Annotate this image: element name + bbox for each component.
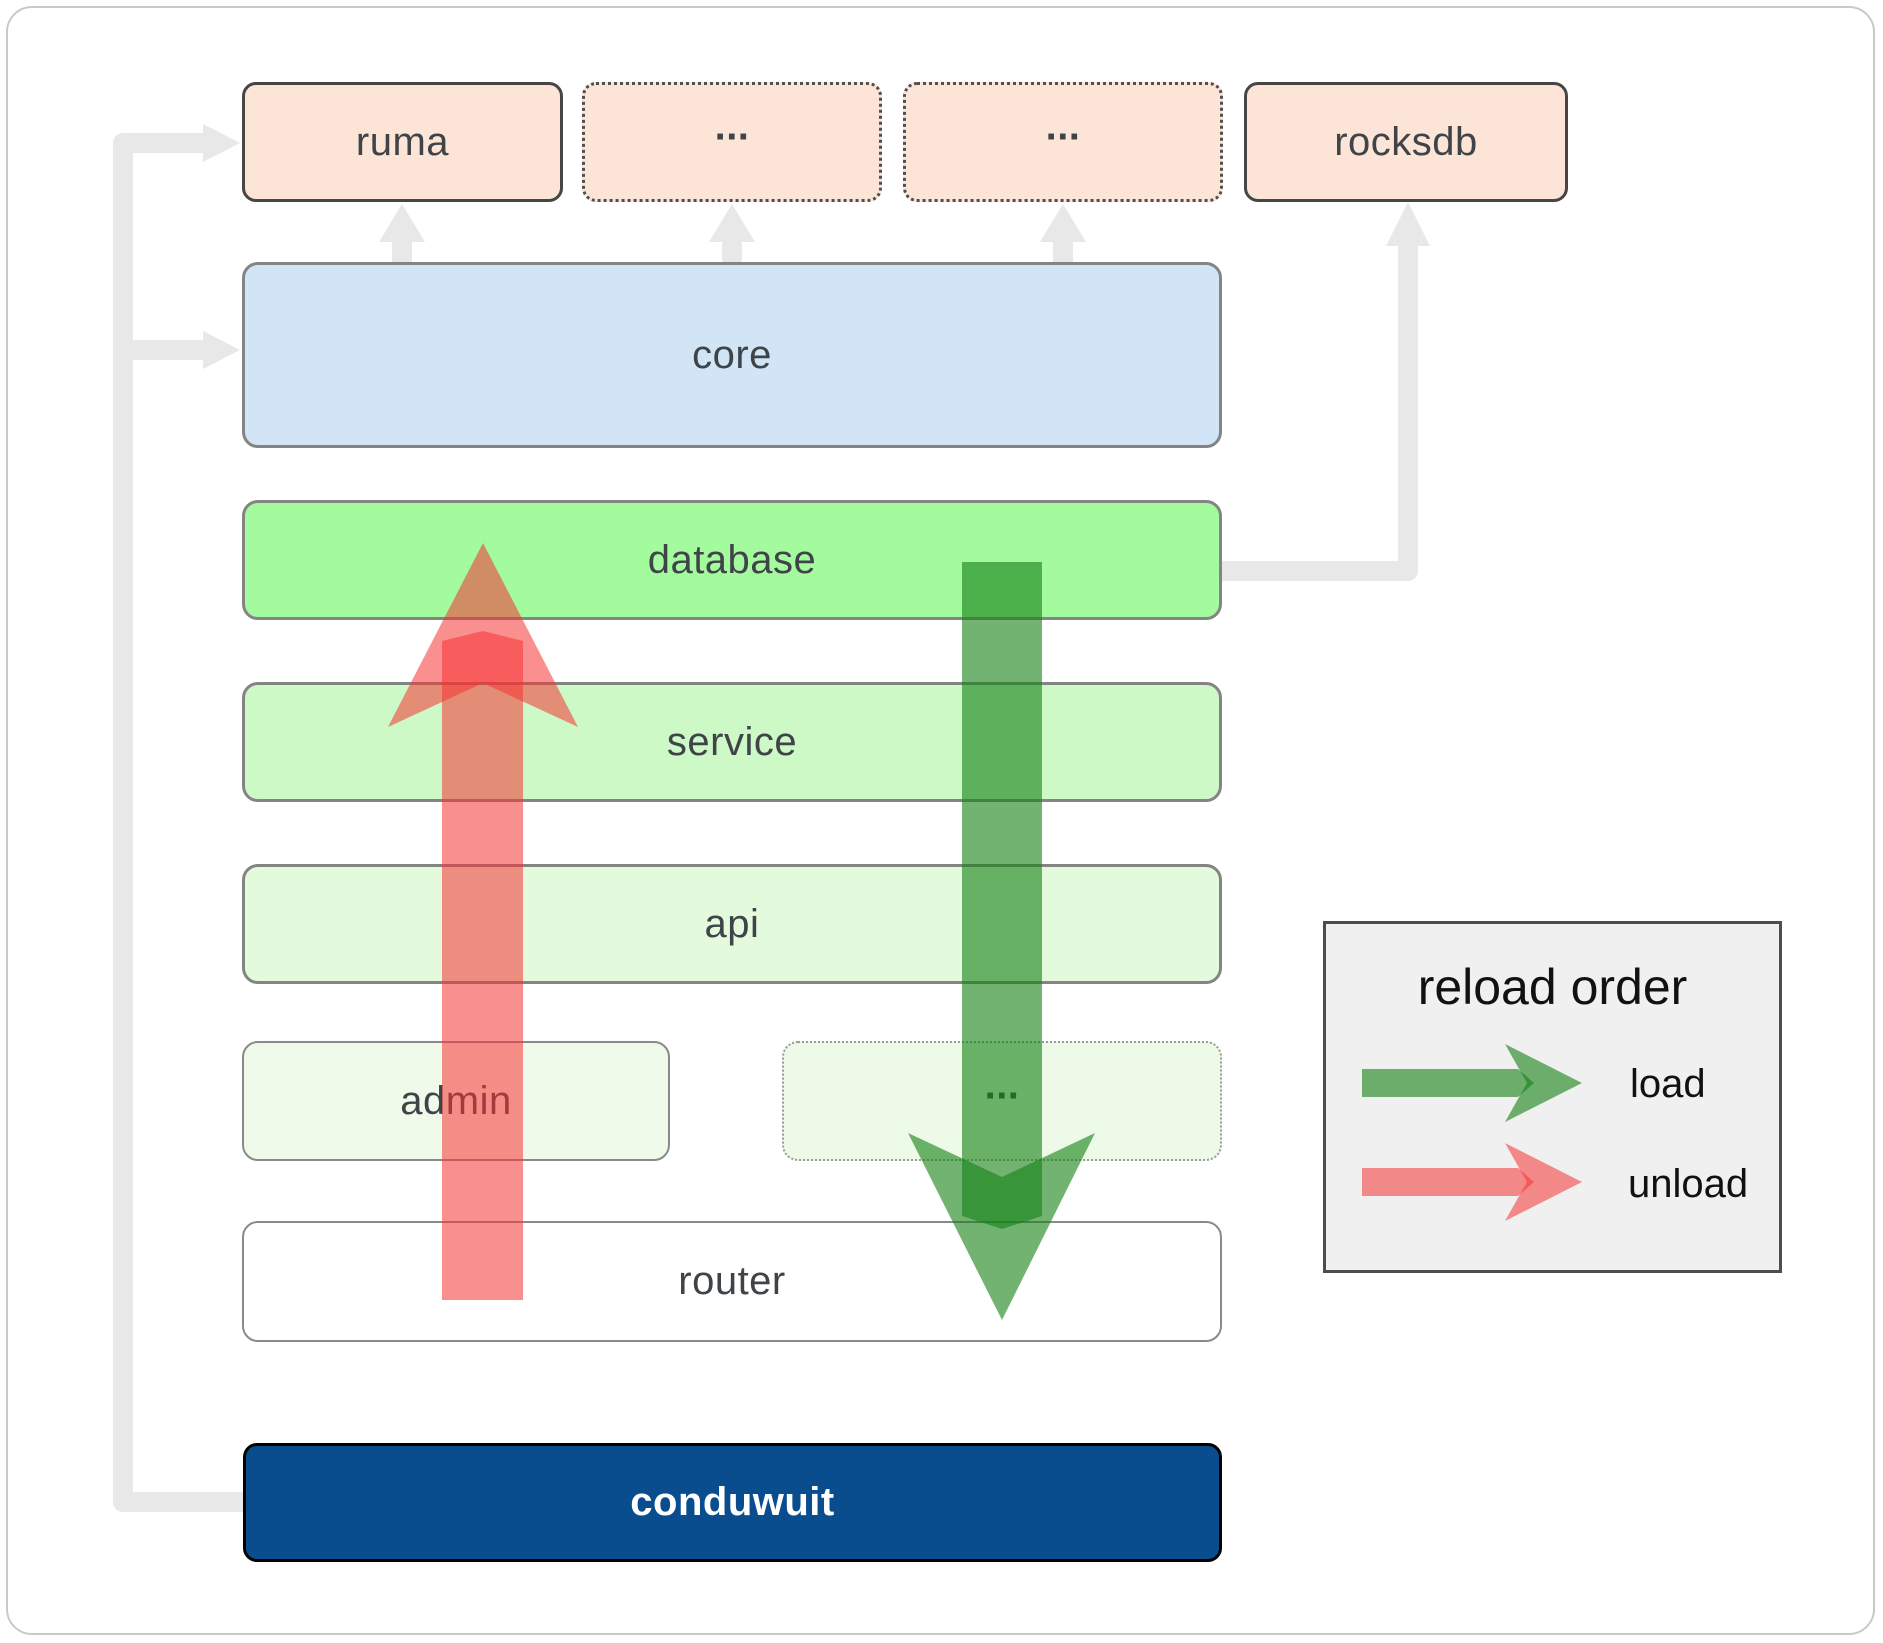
box-ellipsis-1: ... [582,82,882,202]
router-label: router [678,1259,786,1303]
box-router: router [242,1221,1222,1342]
ellipsis-1-label: ... [714,104,750,149]
legend: reload order load unload [1323,921,1782,1273]
box-conduwuit: conduwuit [243,1443,1222,1562]
box-rocksdb: rocksdb [1244,82,1568,202]
outer-frame [6,6,1875,1635]
legend-title: reload order [1417,959,1688,1015]
conduwuit-label: conduwuit [630,1480,835,1524]
box-admin: admin [242,1041,670,1161]
database-label: database [647,537,817,582]
admin-label: admin [400,1078,512,1123]
ruma-label: ruma [355,119,450,164]
box-ellipsis-3: ... [782,1041,1222,1161]
box-database: database [242,500,1222,620]
service-label: service [666,719,798,764]
ellipsis-3-label: ... [984,1063,1020,1108]
ellipsis-2-label: ... [1045,104,1081,149]
box-ruma: ruma [242,82,563,202]
box-service: service [242,682,1222,802]
api-label: api [704,901,760,946]
core-label: core [692,332,772,377]
rocksdb-label: rocksdb [1334,119,1478,164]
box-ellipsis-2: ... [903,82,1223,202]
legend-unload-label: unload [1628,1162,1749,1206]
box-core: core [242,262,1222,448]
box-api: api [242,864,1222,984]
legend-load-label: load [1630,1062,1706,1106]
